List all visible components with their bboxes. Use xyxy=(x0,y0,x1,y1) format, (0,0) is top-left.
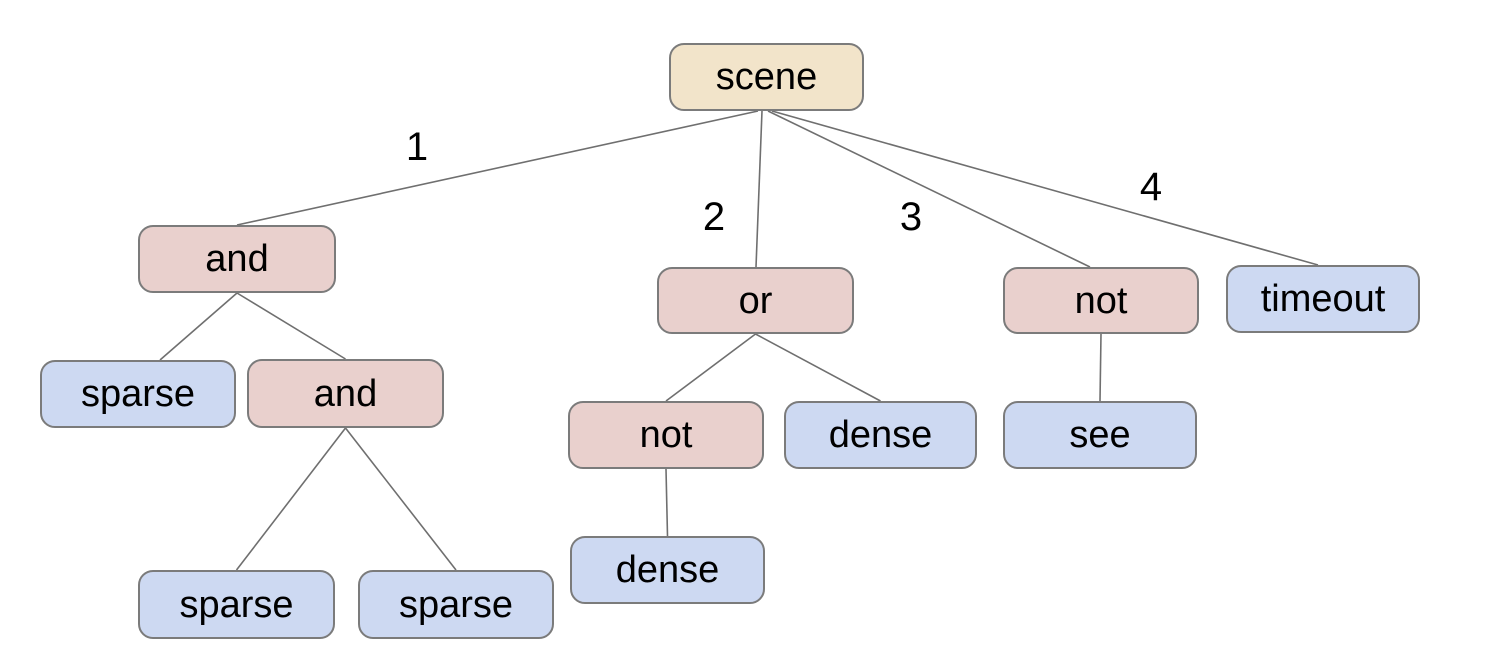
edge-line-scene-not1 xyxy=(767,110,1091,268)
node-sparse1: sparse xyxy=(40,360,236,428)
node-and2: and xyxy=(247,359,444,428)
node-sparse3: sparse xyxy=(358,570,554,639)
node-timeout: timeout xyxy=(1226,265,1420,333)
edge-line-and2-sparse2 xyxy=(235,427,347,571)
edge-line-or1-not2 xyxy=(665,333,756,402)
edge-label-scene-not1: 3 xyxy=(900,195,922,239)
edge-label-scene-and1: 1 xyxy=(406,125,428,169)
node-not1: not xyxy=(1003,267,1199,334)
node-and1: and xyxy=(138,225,336,293)
node-dense2: dense xyxy=(570,536,765,604)
edge-line-and1-sparse1 xyxy=(159,292,238,361)
node-scene: scene xyxy=(669,43,864,111)
node-not2: not xyxy=(568,401,764,469)
node-see1: see xyxy=(1003,401,1197,469)
edge-line-and2-sparse3 xyxy=(344,427,457,571)
edge-line-or1-dense1 xyxy=(755,333,881,402)
node-sparse2: sparse xyxy=(138,570,335,639)
node-or1: or xyxy=(657,267,854,334)
edge-line-not1-see1 xyxy=(1099,333,1102,402)
edge-line-scene-or1 xyxy=(755,110,763,268)
edge-label-scene-or1: 2 xyxy=(703,195,725,239)
edge-line-and1-and2 xyxy=(236,292,346,360)
node-dense1: dense xyxy=(784,401,977,469)
edge-line-scene-and1 xyxy=(236,110,759,226)
edge-line-not2-dense2 xyxy=(665,468,669,537)
edge-line-scene-timeout xyxy=(771,110,1319,266)
edge-label-scene-timeout: 4 xyxy=(1140,165,1162,209)
